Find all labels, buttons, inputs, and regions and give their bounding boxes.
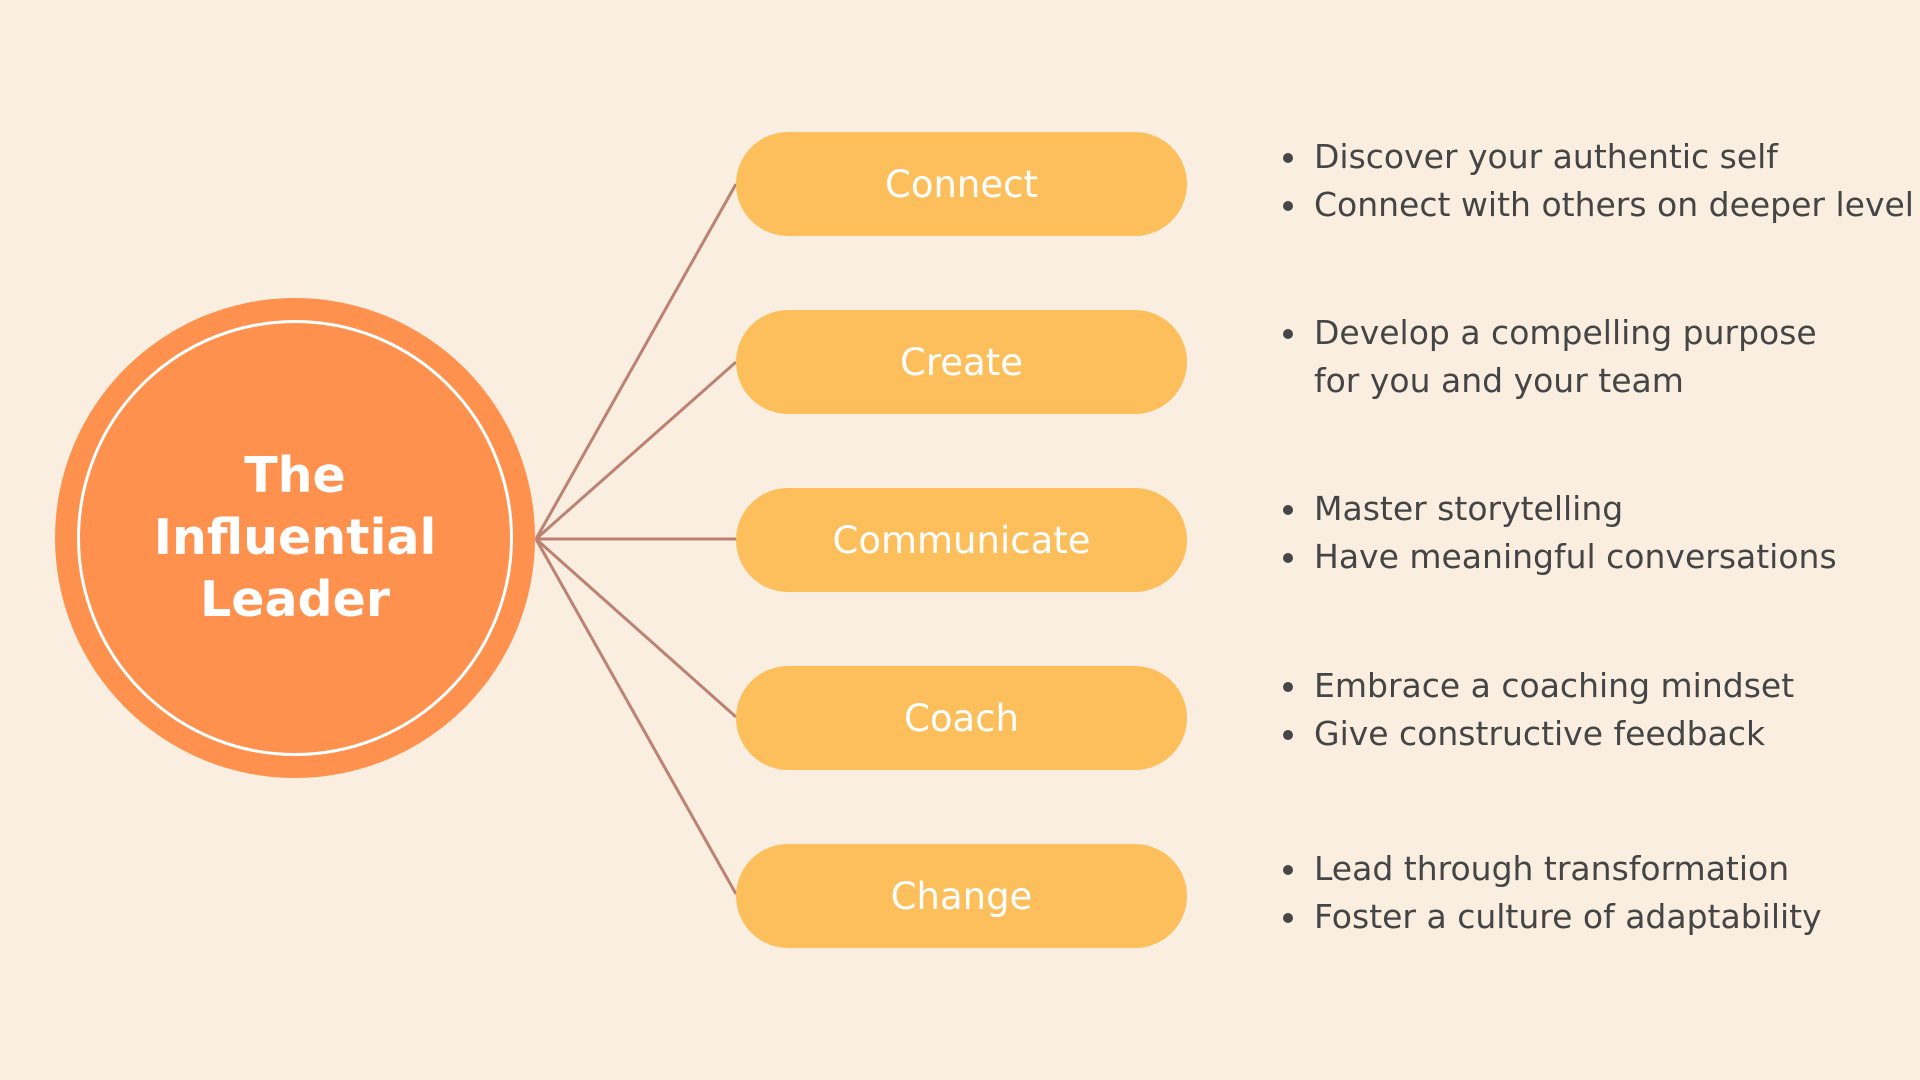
connector-create bbox=[535, 360, 737, 541]
bullet-item: Lead through transformation bbox=[1279, 845, 1822, 893]
bullets-communicate: Master storytelling Have meaningful conv… bbox=[1279, 485, 1837, 581]
connector-change bbox=[534, 538, 738, 895]
bullet-item: Develop a compelling purpose for you and… bbox=[1279, 309, 1817, 405]
bullets-change: Lead through transformation Foster a cul… bbox=[1279, 845, 1822, 941]
bullets-create: Develop a compelling purpose for you and… bbox=[1279, 309, 1817, 405]
bullet-item: Foster a culture of adaptability bbox=[1279, 893, 1822, 941]
bullet-item: Embrace a coaching mindset bbox=[1279, 662, 1794, 710]
branch-connect: Connect bbox=[736, 132, 1187, 236]
connector-connect bbox=[534, 183, 738, 540]
bullets-connect: Discover your authentic self Connect wit… bbox=[1279, 133, 1914, 229]
connector-coach bbox=[535, 537, 737, 719]
bullets-coach: Embrace a coaching mindset Give construc… bbox=[1279, 662, 1794, 758]
bullet-item: Master storytelling bbox=[1279, 485, 1837, 533]
bullet-item: Have meaningful conversations bbox=[1279, 533, 1837, 581]
branch-communicate: Communicate bbox=[736, 488, 1187, 592]
central-circle-ring bbox=[77, 320, 513, 756]
bullet-item: Discover your authentic self bbox=[1279, 133, 1914, 181]
branch-change: Change bbox=[736, 844, 1187, 948]
branch-coach: Coach bbox=[736, 666, 1187, 770]
central-circle: The Influential Leader bbox=[55, 298, 535, 778]
branch-create: Create bbox=[736, 310, 1187, 414]
bullet-item: Give constructive feedback bbox=[1279, 710, 1794, 758]
central-title: The Influential Leader bbox=[153, 446, 437, 629]
bullet-item: Connect with others on deeper level bbox=[1279, 181, 1914, 229]
